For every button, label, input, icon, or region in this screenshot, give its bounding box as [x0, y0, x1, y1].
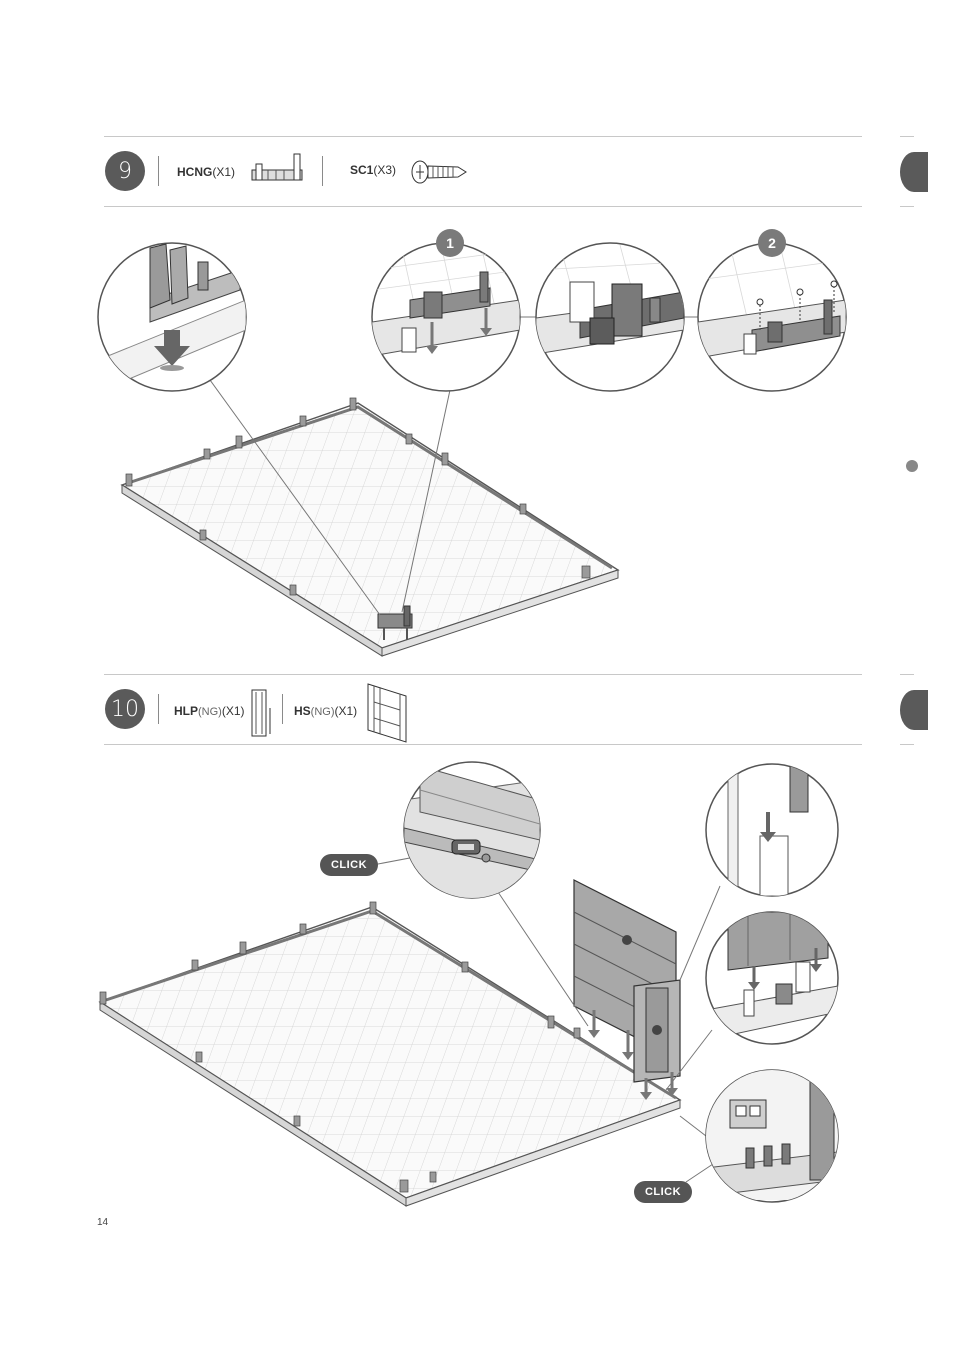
part-code: HS — [294, 704, 311, 718]
step10-detail-circle-connector — [403, 761, 541, 899]
step9-leader-lines — [209, 316, 698, 616]
detail-badge-1: 1 — [436, 229, 464, 257]
step9-bottom-rule — [104, 206, 862, 207]
part-code: SC1 — [350, 163, 374, 177]
step9-detail-circle-middle — [535, 242, 685, 392]
step10-detail-circle-slide — [705, 763, 839, 897]
click-callout: CLICK — [634, 1181, 692, 1203]
part-hs-label: HS(NG)(X1) — [294, 704, 357, 718]
step-number-badge: 9 — [105, 151, 145, 191]
part-hcng-label: HCNG(X1) — [177, 165, 235, 179]
part-qty: (X1) — [334, 704, 358, 718]
adjacent-rule — [900, 206, 914, 207]
divider — [322, 156, 323, 186]
part-code: HCNG — [177, 165, 213, 179]
step10-floor-base — [98, 879, 682, 1207]
part-sc1-label: SC1(X3) — [350, 163, 396, 177]
part-qty: (X1) — [212, 165, 236, 179]
part-hlp-label: HLP(NG)(X1) — [174, 704, 245, 718]
step10-top-rule — [104, 674, 862, 675]
step9-floor-base — [120, 397, 620, 657]
step10-bottom-rule — [104, 744, 862, 745]
next-step-badge-fragment — [900, 690, 928, 730]
step-number: 10 — [111, 696, 139, 722]
step9-detail-circle-left — [97, 242, 247, 392]
divider — [158, 156, 159, 186]
step10-detail-circle-insert — [705, 911, 839, 1045]
divider — [282, 694, 283, 724]
page-number: 14 — [97, 1217, 109, 1228]
adjacent-rule — [900, 674, 914, 675]
step9-top-rule — [104, 136, 862, 137]
part-qty: (X3) — [373, 163, 397, 177]
step9-detail-circle-2 — [697, 242, 847, 392]
screw-icon — [411, 160, 467, 184]
detail-badge-2: 2 — [758, 229, 786, 257]
side-panel-icon — [367, 683, 407, 743]
click-callout: CLICK — [320, 854, 378, 876]
adjacent-rule — [900, 136, 914, 137]
step10-detail-circle-latch — [705, 1069, 839, 1203]
part-variant: (NG) — [198, 706, 222, 718]
next-step-badge-fragment — [900, 152, 928, 192]
divider — [158, 694, 159, 724]
step9-detail-circle-1 — [371, 242, 521, 392]
step-number-badge: 10 — [105, 689, 145, 729]
part-variant: (NG) — [310, 706, 335, 718]
left-panel-icon — [251, 689, 271, 737]
part-code: HLP — [174, 704, 198, 718]
step-number: 9 — [118, 158, 132, 184]
adjacent-column-fragment — [906, 460, 918, 472]
adjacent-rule — [900, 744, 914, 745]
part-qty: (X1) — [221, 704, 245, 718]
hinge-connector-icon — [251, 153, 303, 181]
